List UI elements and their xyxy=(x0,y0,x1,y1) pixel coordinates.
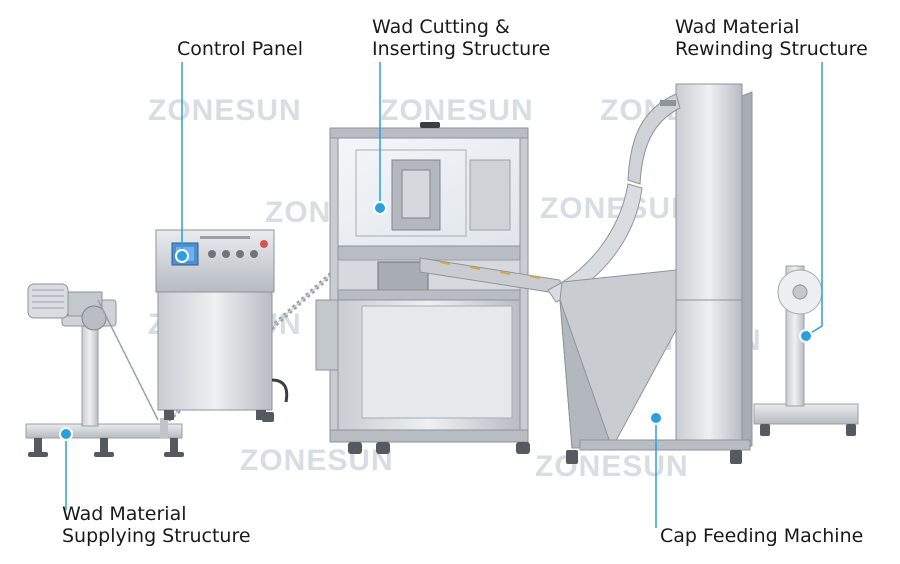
callout-dot xyxy=(799,329,813,343)
cutting-machine xyxy=(262,122,563,454)
label-rewinding-line1: Wad Material xyxy=(675,16,800,38)
callout-dot xyxy=(59,427,73,441)
watermark-text: ZONESUN xyxy=(148,94,302,127)
watermark-text: ZONESUN xyxy=(535,450,689,483)
cap-feeding-machine xyxy=(547,83,753,464)
callout-dot xyxy=(649,411,663,425)
label-wad-cutting-line2: Inserting Structure xyxy=(372,38,551,60)
label-control-panel: Control Panel xyxy=(177,38,303,60)
watermark-text: ZONESUN xyxy=(540,192,694,225)
watermark-text: ZONESUN xyxy=(380,94,534,127)
callout-dot xyxy=(175,249,189,263)
callout-dots xyxy=(59,201,813,441)
label-supplying-line1: Wad Material xyxy=(62,503,187,525)
label-rewinding-line2: Rewinding Structure xyxy=(675,38,868,60)
rewinding-structure xyxy=(753,265,859,436)
label-wad-cutting-line1: Wad Cutting & xyxy=(372,16,510,38)
callout-dot xyxy=(373,201,387,215)
watermark-text: ZONESUN xyxy=(240,444,394,477)
label-cap-feeding: Cap Feeding Machine xyxy=(660,525,864,547)
label-supplying-line2: Supplying Structure xyxy=(62,525,251,547)
